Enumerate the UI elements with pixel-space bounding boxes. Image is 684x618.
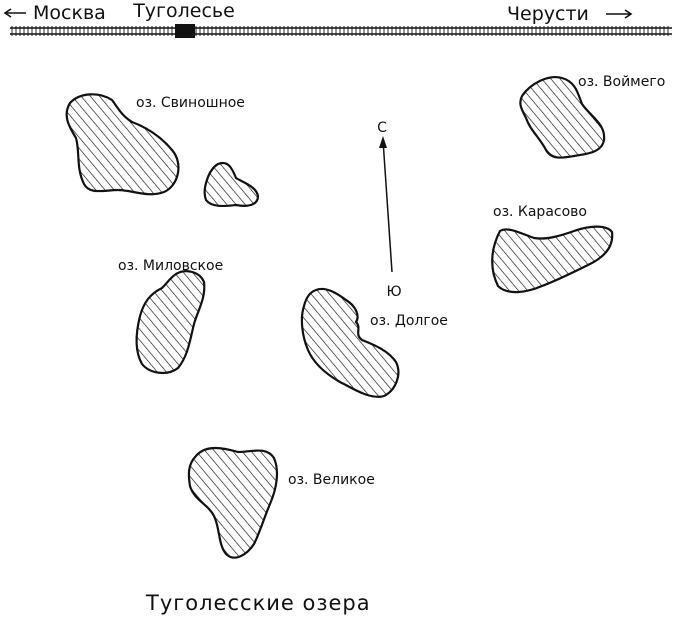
compass-arrow [382, 139, 393, 273]
lake-velikoe-shape [187, 446, 279, 559]
lake-karasovo-label: оз. Карасово [493, 204, 587, 220]
lake-velikoe-label: оз. Великое [288, 472, 375, 488]
lake-voymego-label: оз. Воймего [578, 74, 665, 90]
compass: С Ю [377, 120, 401, 300]
lake-svinoshnoe-shape [65, 93, 180, 196]
lake-small-shape [203, 161, 260, 208]
compass-north-label: С [377, 120, 387, 136]
lake-karasovo-shape [491, 225, 614, 294]
railway-ties [11, 26, 669, 36]
moscow-direction: Москва [3, 2, 106, 24]
lake-milovskoe-label: оз. Миловское [118, 258, 223, 274]
map-title: Туголесские озера [145, 591, 371, 615]
compass-south-label: Ю [386, 284, 401, 300]
station-label: Туголесье [132, 0, 235, 22]
lake-voymego-shape [519, 76, 606, 159]
cherusti-direction: Черусти [507, 3, 633, 25]
railway-line [10, 24, 672, 38]
arrow-up-icon [379, 136, 387, 148]
lake-milovskoe-shape [135, 270, 206, 374]
lake-dolgoe-shape [300, 287, 400, 398]
moscow-label: Москва [33, 2, 106, 24]
cherusti-label: Черусти [507, 3, 589, 25]
lake-dolgoe-label: оз. Долгое [370, 313, 448, 329]
arrow-left-icon [3, 8, 26, 18]
arrow-right-icon [606, 9, 633, 19]
lake-svinoshnoe-label: оз. Свиношное [136, 95, 245, 111]
station-marker [175, 24, 195, 38]
